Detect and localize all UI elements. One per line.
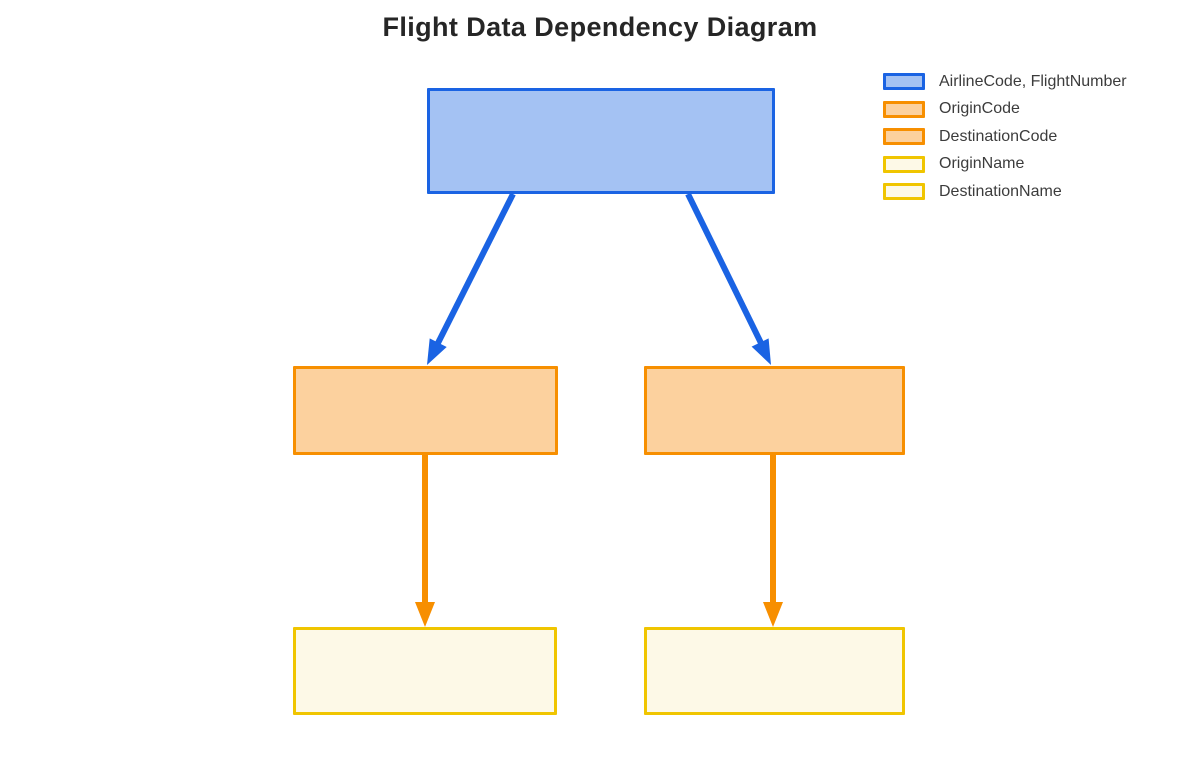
edge-root-to-origin-code — [427, 192, 516, 365]
legend-item-originname: OriginName — [883, 155, 1127, 173]
legend-swatch-orange — [883, 128, 925, 145]
node-destinationcode — [644, 366, 905, 455]
node-airlinecode-flightnumber — [427, 88, 775, 194]
node-origincode — [293, 366, 558, 455]
edge-destination-code-to-destination-name — [763, 454, 783, 627]
legend-item-destinationname: DestinationName — [883, 183, 1127, 200]
legend-label: OriginCode — [939, 100, 1020, 117]
legend-item-origincode: OriginCode — [883, 100, 1127, 118]
diagram-title: Flight Data Dependency Diagram — [382, 12, 818, 42]
edge-origin-code-to-origin-name — [415, 454, 435, 627]
legend: AirlineCode, FlightNumber OriginCode Des… — [883, 73, 1127, 200]
legend-label: DestinationCode — [939, 127, 1058, 145]
legend-label: OriginName — [939, 155, 1025, 172]
legend-swatch-yellow — [883, 155, 925, 173]
legend-label: AirlineCode, FlightNumber — [939, 72, 1127, 90]
legend-item-destinationcode: DestinationCode — [883, 128, 1127, 145]
legend-item-airlinecode-flightnumber: AirlineCode, FlightNumber — [883, 73, 1127, 90]
legend-swatch-orange — [883, 100, 925, 118]
edge-root-to-destination-code — [685, 192, 771, 365]
node-destinationname — [644, 627, 905, 715]
node-originname — [293, 627, 557, 715]
legend-label: DestinationName — [939, 182, 1062, 200]
legend-swatch-blue — [883, 73, 925, 90]
legend-swatch-yellow — [883, 183, 925, 200]
